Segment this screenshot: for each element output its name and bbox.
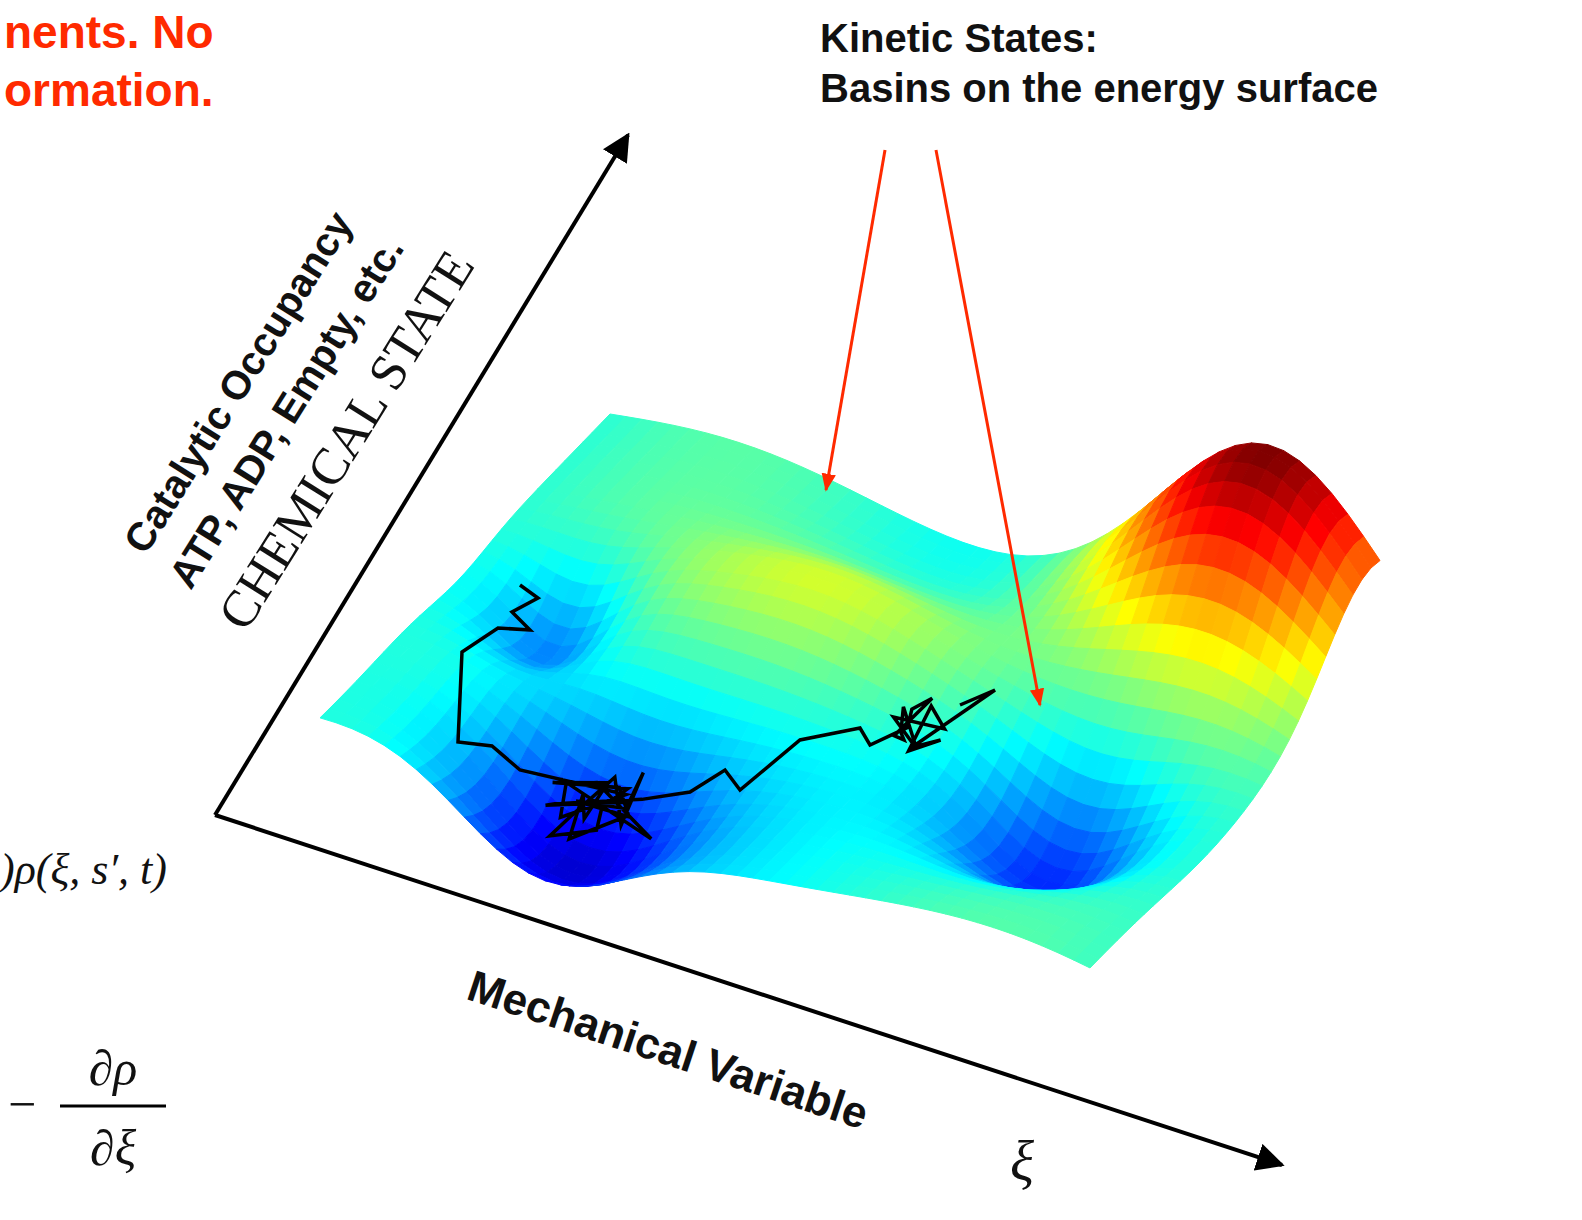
red-note: ormation. xyxy=(4,65,214,116)
fraction-bar xyxy=(60,1105,166,1108)
surface-patch xyxy=(496,849,521,863)
surface-patch xyxy=(432,780,457,800)
callout-heading: Kinetic States: xyxy=(820,16,1098,60)
equation-fragment: )ρ(ξ, s′, t) xyxy=(0,846,167,894)
callout-arrow xyxy=(936,150,1040,705)
trajectory-path xyxy=(458,585,995,839)
equation-fragment: ∂ρ xyxy=(89,1041,138,1096)
surface-patch xyxy=(513,862,538,874)
surface-patch xyxy=(1074,951,1099,968)
callout-text: Basins on the energy surface xyxy=(820,66,1378,110)
red-note: nents. No xyxy=(4,7,214,58)
energy-surface xyxy=(320,414,1380,968)
equation-fragment: − xyxy=(8,1077,36,1132)
equation-fragment: ∂ξ xyxy=(90,1121,136,1176)
surface-patch xyxy=(464,815,489,833)
surface-patch xyxy=(529,873,554,882)
axis-label: Mechanical Variable xyxy=(462,961,874,1138)
callout-arrow xyxy=(826,150,885,490)
surface-patch xyxy=(480,833,505,849)
chemical-axis xyxy=(215,135,628,815)
trajectory xyxy=(458,585,995,839)
axis-symbol: ξ xyxy=(1010,1131,1034,1193)
mechanical-axis xyxy=(215,815,1282,1165)
surface-patch xyxy=(448,797,473,817)
